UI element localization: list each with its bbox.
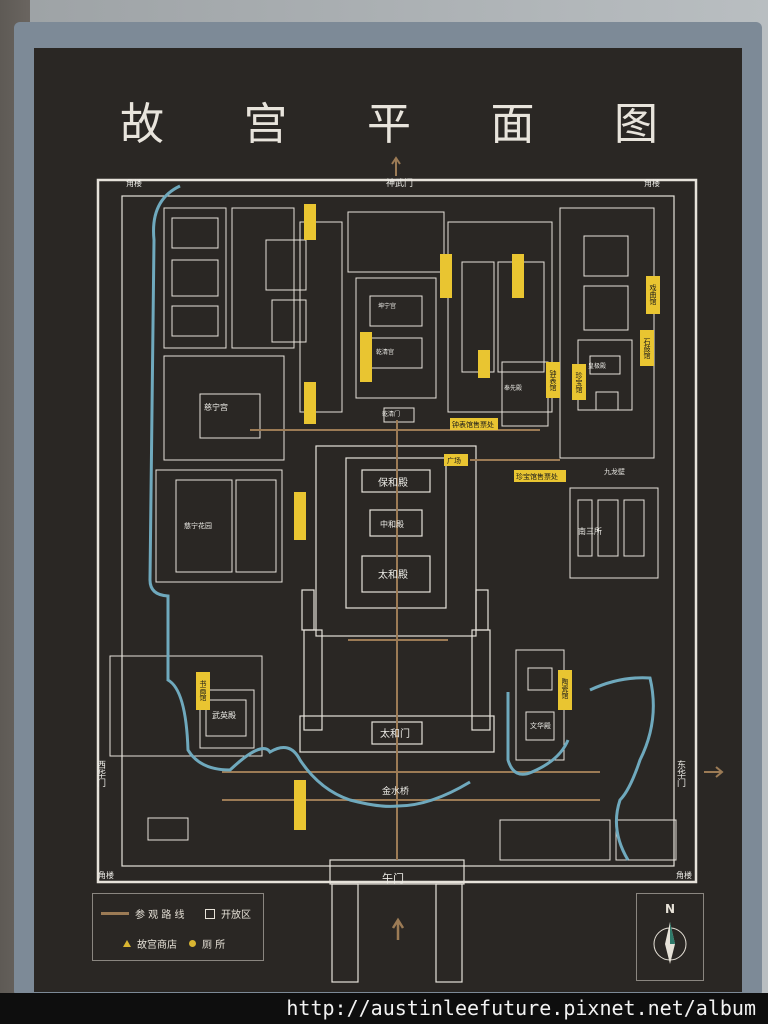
route-line-icon [101,912,129,915]
label-wenhua: 文华殿 [530,721,551,730]
exit-arrow-icon [704,766,724,778]
tag-zhongbiao-shop[interactable] [450,418,498,430]
legend-route-label: 参 观 路 线 [135,910,185,921]
title-char: 宫 [243,99,290,150]
compass: N [636,893,704,981]
east-outer [499,819,677,861]
tag-zhenbao[interactable] [572,364,586,400]
tag-unlabeled[interactable] [304,204,316,240]
tag-zhenbao-shop-text: 珍宝馆售票处 [516,472,558,481]
tag-unlabeled[interactable] [478,350,490,378]
tag-zhenbao-text: 珍宝馆 [575,371,583,394]
label-shenwumen: 神武门 [386,177,413,189]
label-taihemen: 太和门 [380,727,410,740]
title-char: 面 [490,99,537,150]
visitor-route [222,420,600,860]
north-arrow-icon [391,156,401,176]
corner-tower-se: 角楼 [676,870,692,880]
tag-taoci-text: 陶瓷馆 [561,677,569,700]
inner-wall [121,195,675,867]
shop-triangle-icon [123,940,131,947]
tag-shigu[interactable] [640,330,654,366]
label-fengxian: 奉先殿 [504,384,522,392]
inner-river [148,184,655,861]
label-wumen: 午门 [382,871,404,885]
tag-shuhua[interactable] [196,672,210,710]
label-baohe: 保和殿 [378,476,408,489]
tag-xiju-text: 戏曲馆 [649,283,657,306]
tag-zhongbiao[interactable] [546,362,560,398]
legend-toilet-label: 厕 所 [202,940,226,951]
inner-court [299,211,553,427]
label-kunning: 坤宁宫 [378,302,396,310]
label-wuying: 武英殿 [212,710,236,720]
tag-unlabeled[interactable] [294,492,306,540]
legend-toilet: 厕 所 [189,936,225,951]
tag-guangchang-text: 广场 [447,456,461,465]
tag-taoci[interactable] [558,670,572,710]
label-huangji: 皇极殿 [588,362,606,370]
tag-xiju[interactable] [646,276,660,314]
tag-shuhua-text: 书画馆 [199,679,207,702]
toilet-dot-icon [189,940,196,947]
legend-open-area: 开放区 [205,906,251,921]
map-legend: 参 观 路 线 开放区 故宫商店 厕 所 [92,893,264,961]
outer-wall [96,178,698,884]
title-char: 图 [614,99,660,150]
title-char: 平 [367,99,413,150]
west-palaces [155,207,307,583]
legend-open-area-label: 开放区 [221,910,251,921]
tag-unlabeled[interactable] [304,382,316,424]
legend-shop: 故宫商店 [123,936,177,951]
entry-arrow-icon [391,917,405,940]
tag-unlabeled[interactable] [440,254,452,298]
tag-unlabeled[interactable] [294,780,306,830]
yellow-tags: 书画馆 陶瓷馆 戏曲馆 石鼓馆 珍宝馆 钟表馆 广场 钟表馆售票处 珍宝馆售票处 [196,204,660,830]
tag-zhongbiao-shop-text: 钟表馆售票处 [452,420,494,429]
tag-unlabeled[interactable] [512,254,524,298]
tag-zhongbiao-text: 钟表馆 [549,369,557,392]
label-qianqingmen: 乾清门 [382,410,400,418]
corner-tower-nw: 角楼 [126,178,142,188]
palace-plan: 神武门 午门 保和殿 中和殿 太和殿 太和门 乾清门 乾清宫 坤宁宫 武英殿 文… [95,156,724,983]
tag-shigu-text: 石鼓馆 [643,338,651,360]
legend-route: 参 观 路 线 [101,906,185,921]
title-char: 故 [120,99,166,150]
label-taihe: 太和殿 [378,568,408,581]
label-jiulongbi: 九龙壁 [604,467,625,476]
label-cining: 慈宁宫 [204,402,228,412]
label-nansansuo: 南三所 [578,526,602,536]
label-qianqing: 乾清宫 [376,348,394,356]
tag-zhenbao-shop[interactable] [514,470,566,482]
tag-guangchang[interactable] [444,454,468,466]
label-zhonghe: 中和殿 [380,519,404,529]
watermark-url: http://austinleefuture.pixnet.net/album [0,993,768,1024]
map-title: 故 宫 平 面 图 [120,88,660,150]
corner-tower-ne: 角楼 [644,178,660,188]
label-jinshuiqiao: 金水桥 [382,785,409,797]
label-cining-garden: 慈宁花园 [184,521,212,530]
legend-shop-label: 故宫商店 [137,940,177,951]
label-xihuamen: 西华门 [95,760,106,788]
open-area-box-icon [205,908,215,919]
west-outer [109,655,263,841]
compass-n-label: N [664,902,676,916]
compass-needle-icon [653,922,687,964]
tag-unlabeled[interactable] [360,332,372,382]
corner-tower-sw: 角楼 [98,870,114,880]
label-donghuamen: 东华门 [675,759,686,788]
